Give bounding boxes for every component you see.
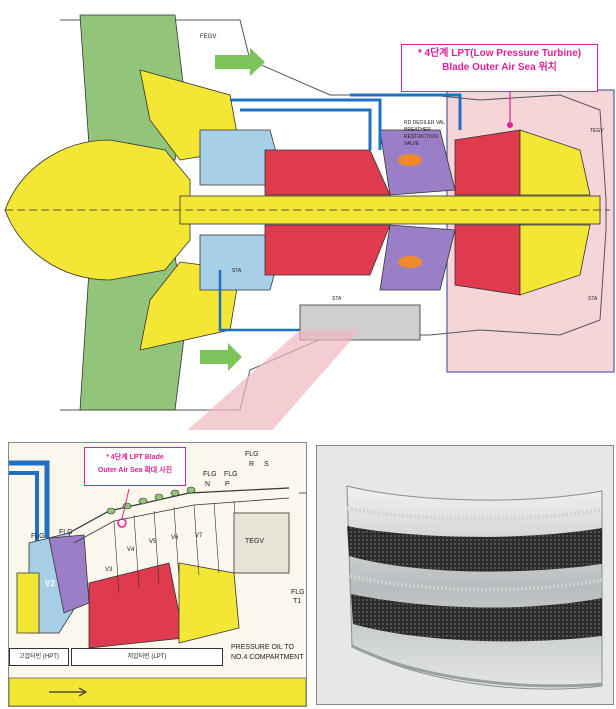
blade-outer-air-seal-photo xyxy=(316,445,614,705)
bottom-callout-line2: Outer Air Sea 확대 사진 xyxy=(97,467,173,474)
zoom-casing xyxy=(68,487,290,534)
label-sta-3: STA xyxy=(588,296,598,302)
bypass-arrow-lower xyxy=(200,343,242,371)
flame-lower xyxy=(398,256,422,268)
lpt-yellow-lower xyxy=(519,224,591,296)
label-flg-4: FLG xyxy=(224,471,238,478)
label-v7: V7 xyxy=(195,533,203,539)
label-sta-2: STA xyxy=(332,296,342,302)
label-flg-n: N xyxy=(205,481,211,488)
label-tegv-top: TEGV xyxy=(590,128,604,134)
label-pressure-oil-2: NO.4 COMPARTMENT xyxy=(231,654,304,661)
bottom-callout: * 4단계 LPT Blade Outer Air Sea 확대 사진 xyxy=(84,447,186,486)
label-sta-1: STA xyxy=(232,268,242,274)
air-seal-illustration xyxy=(346,485,603,690)
label-flg-s: S xyxy=(264,461,269,468)
honeycomb-strip-2 xyxy=(351,594,602,642)
lpt-label-box: 저압터빈 (LPT) xyxy=(71,648,223,666)
label-flg-t1: FLG xyxy=(291,589,305,596)
oil-pipe-2 xyxy=(240,108,372,150)
top-callout-line2: Blade Outer Air Sea 위치 xyxy=(442,62,557,73)
seal-bottom-lip xyxy=(351,644,603,688)
lpt-yellow-upper xyxy=(519,129,591,196)
zoom-lpt-yellow xyxy=(178,562,240,644)
serrated-edge-1 xyxy=(346,506,603,521)
label-flg-2: FLG xyxy=(59,529,73,536)
label-v6: V6 xyxy=(171,535,179,541)
zoom-oil-pipe-2 xyxy=(9,471,39,543)
hpc-upper xyxy=(264,149,391,196)
oil-pipe-1 xyxy=(230,98,382,150)
top-callout-line1: * 4단계 LPT(Low Pressure Turbine) xyxy=(417,48,582,59)
engine-cross-section xyxy=(4,14,615,430)
serrated-edge-2 xyxy=(349,574,603,592)
label-flg-3: FLG xyxy=(203,471,217,478)
lpt-red-upper xyxy=(454,129,521,196)
label-v3: V3 xyxy=(105,567,113,573)
hpt-label-box: 고압터빈 (HPT) xyxy=(9,648,69,666)
label-v2: V2 xyxy=(45,579,55,588)
label-t1: T1 xyxy=(293,598,302,605)
zoom-tegv-box xyxy=(233,512,290,574)
top-callout-target xyxy=(507,122,513,128)
label-breather: BREATHER xyxy=(404,127,431,133)
zoom-callout-pointer xyxy=(121,488,130,520)
label-flg-p: P xyxy=(225,481,230,488)
label-v4: V4 xyxy=(127,547,135,553)
zoom-oil-pipe xyxy=(9,460,50,538)
zoom-wedge xyxy=(187,330,360,430)
lpt-red-lower xyxy=(454,224,521,296)
label-flg-5: FLG xyxy=(245,451,259,458)
label-flg-r: R xyxy=(249,461,255,468)
label-valve: VALVE xyxy=(404,141,420,147)
label-pressure-oil-1: PRESSURE OIL TO xyxy=(231,644,294,651)
label-fegv: FEGV xyxy=(200,34,217,40)
zoom-detail-panel: FLG FLG FLG N FLG P FLG R S FLG T1 V2 V3… xyxy=(8,442,307,707)
zoom-flange-ovals xyxy=(106,486,196,515)
label-flg-1: FLG xyxy=(31,533,45,540)
bypass-arrow-upper xyxy=(215,48,265,76)
zoom-hpt-yellow xyxy=(16,572,40,634)
oil-pipe-3 xyxy=(350,93,462,130)
top-callout: * 4단계 LPT(Low Pressure Turbine) Blade Ou… xyxy=(401,44,598,92)
zoom-detail-diagram xyxy=(9,460,306,706)
oil-pipe-4 xyxy=(218,270,310,332)
flame-upper xyxy=(398,154,422,166)
bottom-callout-line1: * 4단계 LPT Blade xyxy=(106,454,164,461)
label-tegv-zoom: TEGV xyxy=(245,538,265,545)
label-v5: V5 xyxy=(149,539,157,545)
zoom-flow-arrow xyxy=(49,687,88,697)
zoom-callout-target xyxy=(117,518,127,528)
zoom-lpt-red xyxy=(88,562,185,649)
honeycomb-strip-1 xyxy=(347,526,602,572)
hpc-lower xyxy=(264,224,391,276)
label-deoiler: RD DEOILER VAL xyxy=(404,120,446,126)
label-restriction: RESTRICTION xyxy=(404,134,438,140)
